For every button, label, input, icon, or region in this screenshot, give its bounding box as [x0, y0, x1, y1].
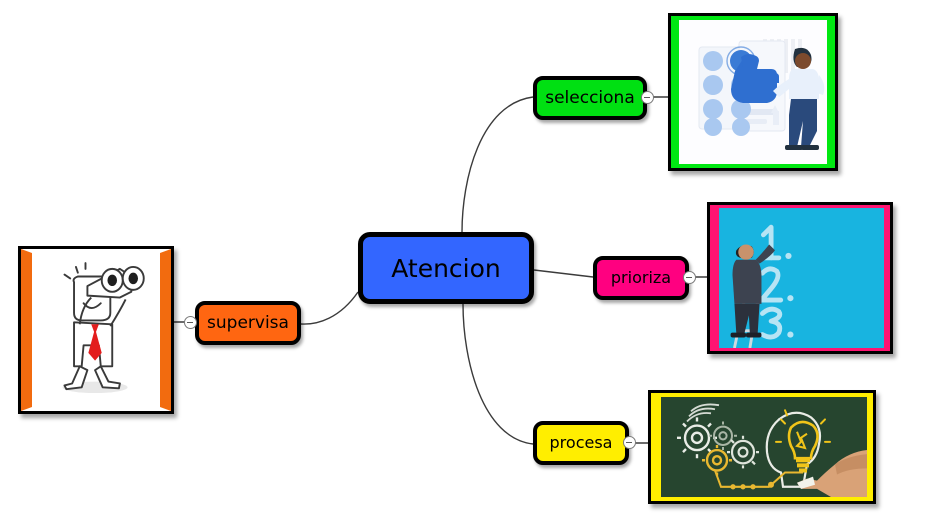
node-supervisa-label: supervisa	[207, 312, 289, 333]
node-procesa-label: procesa	[549, 433, 613, 452]
collapse-handle-icon-supervisa[interactable]	[184, 316, 197, 329]
node-prioriza[interactable]: prioriza	[593, 256, 689, 300]
edge-root-to-prioriza	[533, 269, 594, 278]
image-frame-supervisa[interactable]	[18, 246, 174, 414]
collapse-handle-icon-procesa[interactable]	[623, 436, 636, 449]
image-frame-selecciona[interactable]	[668, 13, 838, 171]
node-atencion[interactable]: Atencion	[358, 232, 534, 304]
edge-root-to-supervisa	[300, 291, 359, 325]
node-atencion-label: Atencion	[391, 253, 501, 283]
collapse-handle-icon-prioriza[interactable]	[683, 271, 696, 284]
chalkboard-idea-illustration	[661, 397, 867, 497]
node-selecciona-label: selecciona	[545, 87, 635, 108]
edge-root-to-procesa	[462, 303, 534, 445]
collapse-handle-icon-selecciona[interactable]	[641, 91, 654, 104]
node-supervisa[interactable]: supervisa	[195, 301, 301, 345]
image-frame-prioriza[interactable]	[707, 202, 893, 354]
image-frame-procesa-inner	[651, 393, 873, 501]
pointing-hand-selection-illustration	[679, 23, 827, 161]
image-frame-prioriza-inner	[710, 205, 890, 351]
binoculars-man-illustration	[62, 262, 145, 394]
image-frame-procesa[interactable]	[648, 390, 876, 504]
image-frame-supervisa-inner	[21, 249, 171, 411]
edge-root-to-selecciona	[461, 96, 534, 233]
node-prioriza-label: prioriza	[610, 268, 672, 287]
node-selecciona[interactable]: selecciona	[533, 76, 647, 120]
image-frame-selecciona-inner	[671, 16, 835, 168]
node-procesa[interactable]: procesa	[533, 421, 629, 465]
ladder-numbered-list-illustration	[719, 208, 884, 348]
